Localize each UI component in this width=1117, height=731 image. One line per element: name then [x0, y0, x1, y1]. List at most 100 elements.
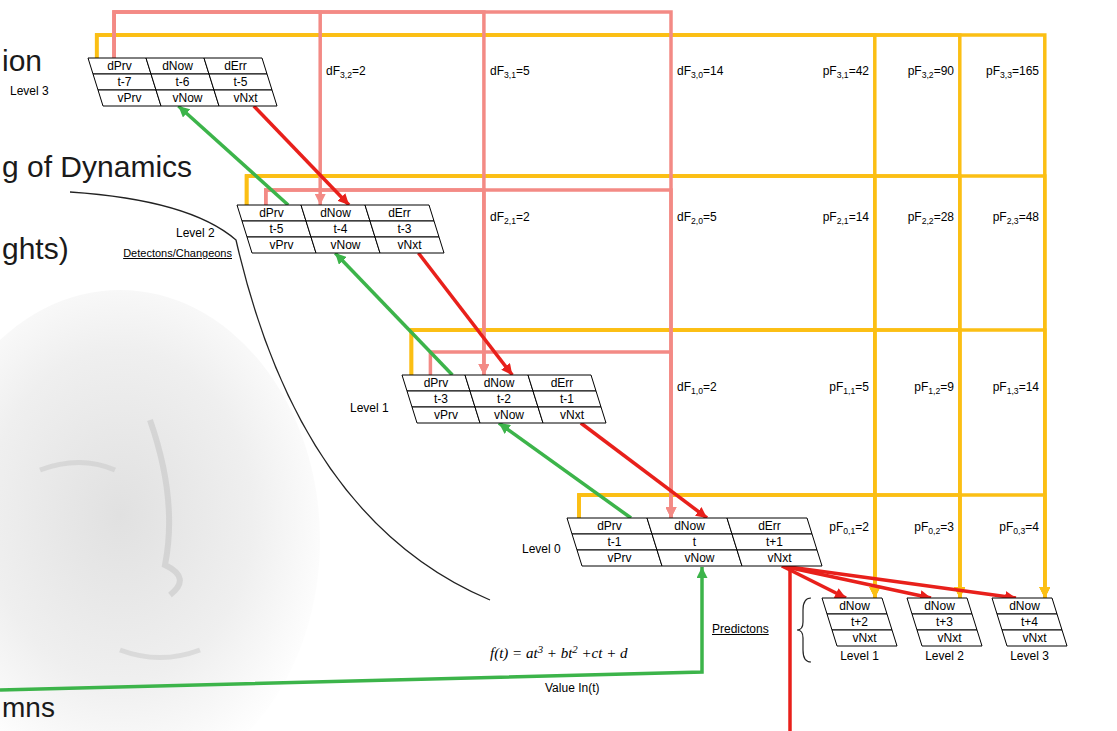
grid-cell: [311, 237, 380, 253]
grid-cell: [301, 205, 370, 221]
grid-cell: [732, 534, 817, 550]
flow-arrow: [581, 423, 707, 518]
weight-label: pF0,1=2: [829, 520, 869, 534]
grid-cell: [93, 74, 156, 90]
slide-text: ghts): [2, 232, 69, 266]
level-label: Level 0: [522, 542, 561, 556]
grid-cell: [375, 237, 444, 253]
cell-text: t-1: [607, 535, 621, 549]
face-shading: [0, 290, 320, 731]
axis-note: Value In(t): [545, 681, 599, 695]
cell-text: t-6: [175, 75, 189, 89]
weight-label: dF3,0=14: [677, 64, 723, 78]
flow-arrow: [430, 352, 671, 518]
grid-cell: [533, 391, 601, 407]
grid-cell: [917, 630, 982, 646]
grid-cell: [567, 518, 652, 534]
grid-cell: [98, 90, 161, 106]
cell-text: dNow: [1009, 599, 1040, 613]
cell-text: vNxt: [234, 91, 258, 105]
level-label: Level 2: [925, 649, 964, 663]
cell-text: dNow: [839, 599, 870, 613]
cell-text: vNxt: [398, 238, 422, 252]
grid-cell: [475, 407, 543, 423]
weight-label: pF2,1=14: [823, 210, 869, 224]
cell-text: t+4: [1021, 615, 1038, 629]
grid-cell: [146, 58, 209, 74]
weight-label: dF3,1=5: [490, 64, 530, 78]
cell-text: t-3: [397, 222, 411, 236]
cell-text: t-3: [434, 392, 448, 406]
weight-label: pF2,3=48: [993, 210, 1039, 224]
subscript-index: 1,0: [691, 386, 703, 396]
cell-text: dErr: [551, 376, 574, 390]
weight-label: dF3,2=2: [326, 64, 366, 78]
cell-text: vNow: [330, 238, 360, 252]
subscript-index: 3,0: [691, 70, 703, 80]
grid-cell: [412, 407, 480, 423]
subscript-index: 3,1: [837, 70, 849, 80]
flow-arrow: [782, 566, 1016, 598]
weight-label: dF1,0=2: [677, 380, 717, 394]
cell-text: t-5: [269, 222, 283, 236]
flow-arrow: [411, 330, 874, 598]
grid-cell: [214, 90, 277, 106]
flow-arrow: [266, 190, 671, 518]
cell-text: dPrv: [107, 59, 132, 73]
slide-text: g of Dynamics: [2, 150, 192, 184]
weight-label: dF2,0=5: [677, 210, 717, 224]
prediction-box: dNowt+3vNxtLevel 2: [907, 598, 982, 664]
level-grid: Level 3dPrvdNowdErrt-7t-6t-5vPrvvNowvNxt: [10, 58, 277, 106]
grid-cell: [577, 550, 662, 566]
weight-label: pF3,2=90: [908, 64, 954, 78]
cell-text: vNxt: [768, 551, 792, 565]
grid-cell: [657, 550, 742, 566]
weight-label: pF1,3=14: [993, 380, 1039, 394]
cell-text: vNxt: [1023, 631, 1047, 645]
cell-text: dPrv: [597, 519, 622, 533]
grid-cell: [1002, 630, 1067, 646]
cell-text: vNow: [494, 408, 524, 422]
level-grid: Level 1dPrvdNowdErrt-3t-2t-1vPrvvNowvNxt: [350, 375, 606, 423]
output-line: [788, 567, 792, 731]
flow-arrow: [411, 330, 959, 598]
subscript-index: 0,2: [928, 526, 940, 536]
cell-text: vPrv: [118, 91, 142, 105]
cell-text: vNxt: [560, 408, 584, 422]
level-label: Level 2: [176, 226, 215, 240]
grid-cell: [88, 58, 151, 74]
weight-label: pF2,2=28: [908, 210, 954, 224]
cell-text: vNxt: [853, 631, 877, 645]
subscript-index: 2,0: [691, 216, 703, 226]
face-mouth: [120, 650, 200, 658]
flow-arrow: [247, 176, 960, 598]
level-label: Level 3: [1010, 649, 1049, 663]
subscript-index: 2,3: [1007, 216, 1019, 226]
flow-arrow: [114, 12, 484, 375]
flow-arrow: [247, 176, 875, 598]
subscript-index: 1,2: [928, 386, 940, 396]
flow-arrow: [114, 12, 671, 518]
subscript-index: 0,1: [843, 526, 855, 536]
cell-text: dNow: [924, 599, 955, 613]
flow-arrow: [499, 423, 631, 518]
grid-cell: [528, 375, 596, 391]
grid-cell: [737, 550, 822, 566]
cell-text: dPrv: [424, 376, 449, 390]
weight-label: pF3,3=165: [986, 64, 1039, 78]
level-label: Level 1: [350, 401, 389, 415]
grid-cell: [572, 534, 657, 550]
cell-text: dErr: [388, 206, 411, 220]
flow-arrow: [178, 106, 288, 205]
cell-text: dPrv: [259, 206, 284, 220]
subscript-index: 2,1: [504, 216, 516, 226]
weight-label: pF3,1=42: [823, 64, 869, 78]
cell-text: t-4: [333, 222, 347, 236]
equation-text: f(t) = at3 + bt2 +ct + d: [490, 644, 628, 662]
cell-text: t-7: [117, 75, 131, 89]
subscript-index: 1,3: [1007, 386, 1019, 396]
cell-text: dErr: [758, 519, 781, 533]
grid-cell: [306, 221, 375, 237]
cell-text: t-5: [233, 75, 247, 89]
